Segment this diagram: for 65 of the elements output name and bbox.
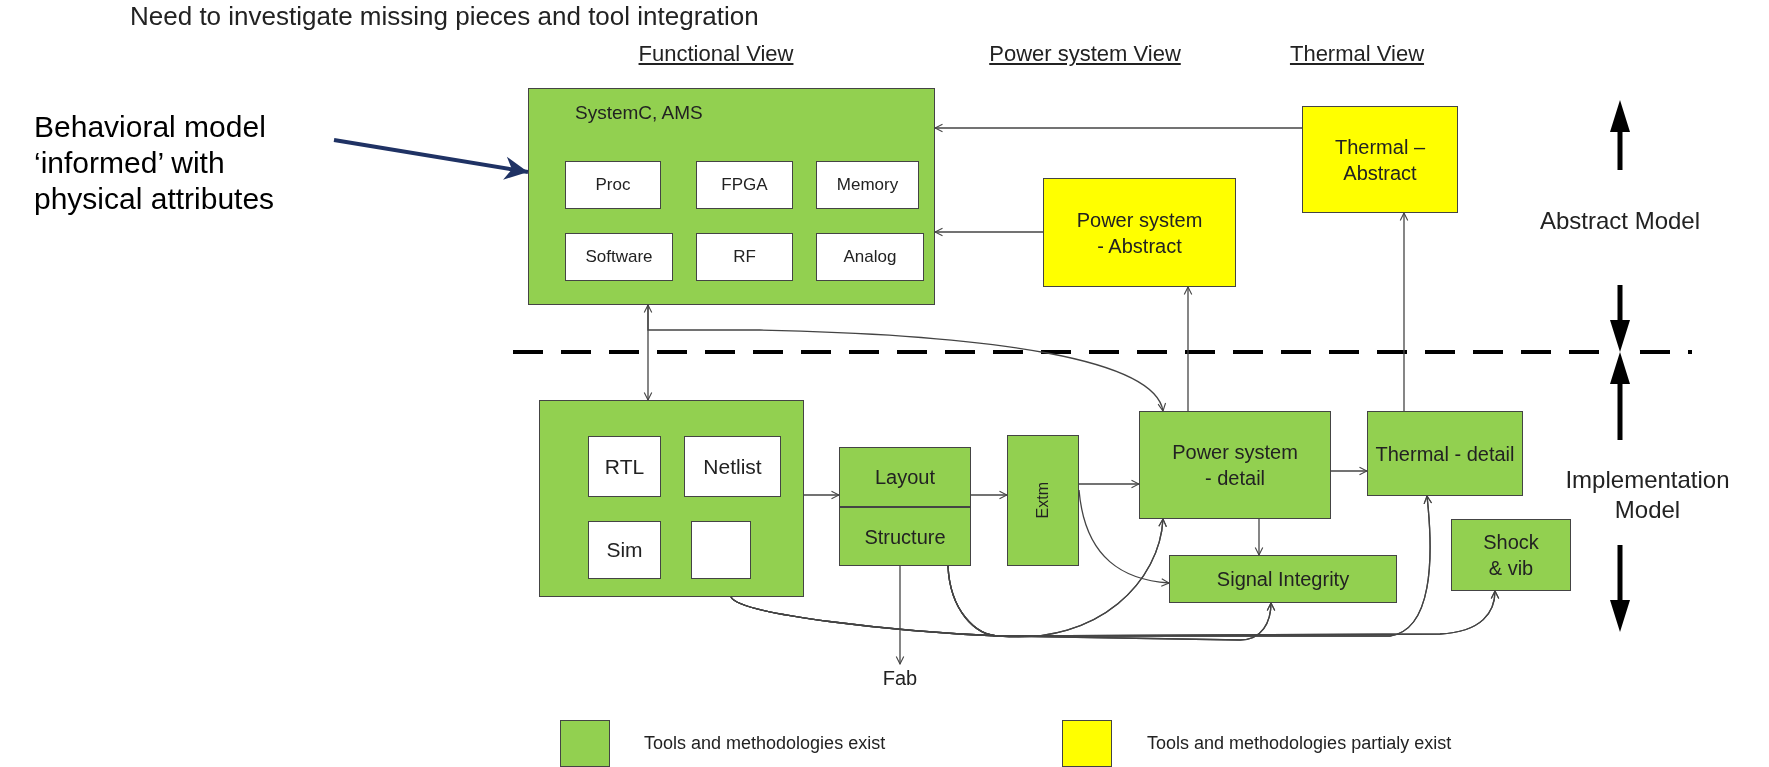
arrow [934,227,1044,237]
box-label: Structure [864,524,946,550]
view-heading: Thermal View [1288,40,1426,68]
arrow [1254,518,1264,556]
pointer-arrow [333,138,529,180]
model-box [528,88,935,305]
view-heading: Power system View [988,40,1182,68]
box-label: Extm [1032,482,1052,519]
model-box [1007,435,1079,566]
box-label: Power system - Abstract [1075,207,1204,259]
arrow [1078,489,1170,587]
arrow [947,565,1499,637]
heading: Need to investigate missing pieces and tool integration [130,0,760,33]
arrow [1183,286,1193,412]
text-label: Behavioral model ‘informed’ with physical attributes [34,108,334,218]
component-box [816,161,919,209]
legend-label: Tools and methodologies exist [644,733,886,754]
arrow [1330,466,1368,476]
arrow [934,123,1303,133]
box-label: Netlist [703,453,762,480]
model-box [1302,106,1458,213]
model-box [1169,555,1397,603]
view-heading: Functional View [637,40,795,68]
arrow [1078,479,1140,489]
axis-label: Abstract Model [1538,206,1702,236]
box-label: SystemC, AMS [575,101,703,125]
model-box [839,447,971,507]
component-box [696,233,793,281]
component-box [684,436,781,497]
box-label: Signal Integrity [1216,567,1350,592]
component-box [565,161,661,209]
model-box [1043,178,1236,287]
text-label: Fab [870,664,930,692]
box-label: Analog [843,245,897,268]
arrow [1399,212,1409,412]
box-label: Proc [595,173,631,196]
arrow [643,304,653,401]
box-label: Memory [836,173,899,196]
box-label: Layout [874,465,936,490]
model-box [1367,411,1523,496]
model-box [839,507,971,566]
model-box [1451,519,1571,591]
arrow [895,565,905,665]
box-label: Power system - detail [1171,440,1299,491]
legend-label: Tools and methodologies partialy exist [1147,733,1452,754]
box-label: RTL [604,453,645,480]
axis-label: Implementation Model [1564,465,1731,525]
box-label: RF [733,245,756,268]
arrow [970,490,1008,500]
box-label: Thermal - detail [1375,441,1515,467]
box-label: FPGA [721,173,768,196]
component-box [696,161,793,209]
box-label: Thermal – Abstract [1334,134,1426,186]
component-box [588,436,661,497]
box-label: Software [585,245,653,268]
component-box [816,233,924,281]
box-label: Sim [606,537,643,564]
arrow [647,304,1165,412]
model-box [1139,411,1331,519]
empty-box [691,521,751,579]
box-label: Shock & vib [1482,530,1540,581]
group-box [539,400,804,597]
component-box [588,521,661,579]
arrow [803,490,840,500]
component-box [565,233,673,281]
